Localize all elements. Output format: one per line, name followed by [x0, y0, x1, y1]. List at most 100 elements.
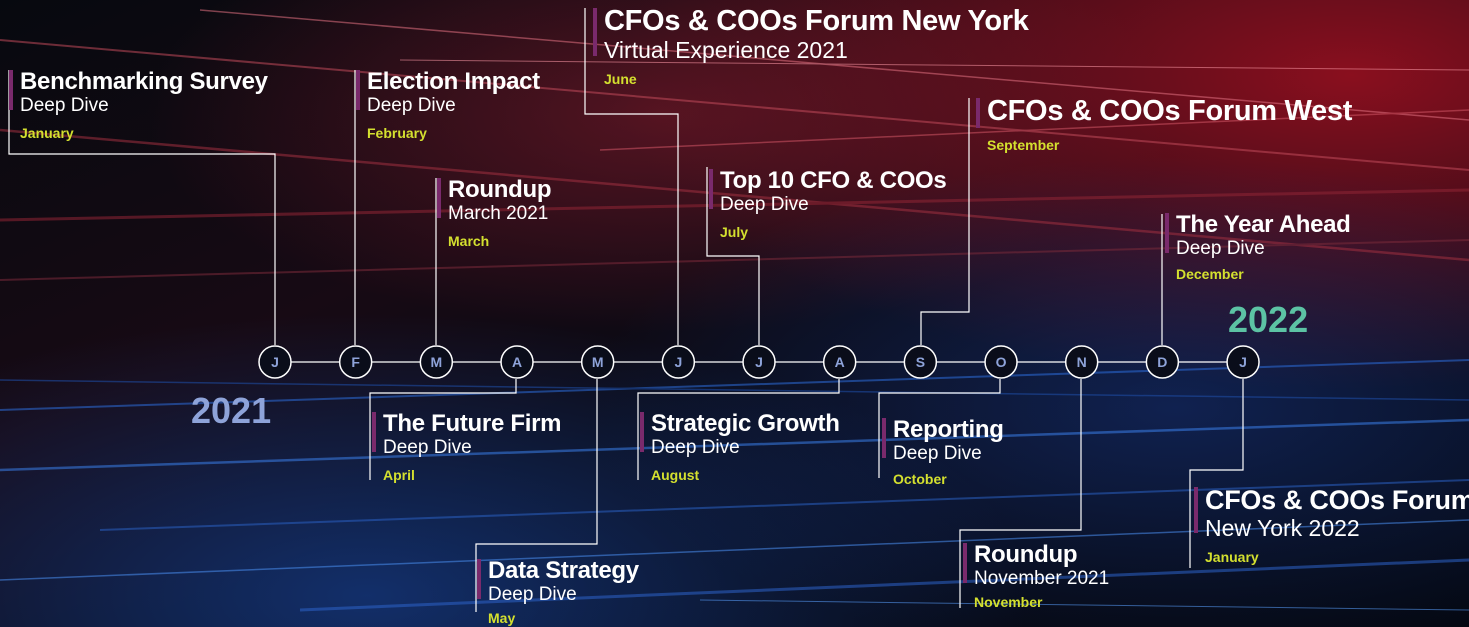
month-node-letter: N	[1077, 354, 1087, 370]
month-node-letter: M	[431, 354, 443, 370]
month-node: J	[258, 345, 292, 379]
month-node-letter: A	[835, 354, 845, 370]
connector-june	[584, 8, 679, 345]
event-subtitle: Deep Dive	[367, 95, 456, 116]
event-title: CFOs & COOs Forum West	[987, 95, 1353, 127]
event-title: The Future Firm	[383, 410, 562, 437]
accent-bar	[593, 8, 597, 56]
event-reporting: Reporting Deep Dive October	[882, 416, 1004, 487]
event-subtitle: Deep Dive	[488, 584, 577, 605]
year-2021-label: 2021	[191, 390, 272, 431]
event-month: December	[1176, 266, 1244, 282]
accent-bar	[1194, 487, 1198, 533]
month-node: D	[1145, 345, 1180, 379]
event-subtitle: New York 2022	[1205, 515, 1360, 541]
event-month: March	[448, 233, 490, 249]
month-node-letter: M	[592, 354, 604, 370]
accent-bar	[1165, 213, 1169, 253]
month-node-circle	[822, 345, 857, 379]
connector-november	[959, 379, 1082, 608]
event-subtitle: Deep Dive	[1176, 238, 1265, 259]
year-2022-label: 2022	[1228, 299, 1309, 340]
event-subtitle: March 2021	[448, 203, 549, 224]
accent-bar	[963, 543, 967, 583]
event-data-strategy: Data Strategy Deep Dive May	[477, 557, 639, 626]
month-node-letter: J	[1239, 354, 1247, 370]
connector-april	[369, 379, 517, 480]
month-node-circle	[984, 345, 1018, 379]
event-month: August	[651, 467, 700, 483]
event-subtitle: Virtual Experience 2021	[604, 37, 848, 63]
event-title: CFOs & COOs Forum	[1205, 485, 1469, 515]
month-node-circle	[903, 345, 938, 379]
month-node-circle	[742, 345, 776, 379]
month-node-circle	[258, 345, 292, 379]
event-month: October	[893, 471, 947, 487]
event-subtitle: Deep Dive	[383, 437, 472, 458]
month-node-letter: J	[755, 354, 763, 370]
month-node: S	[903, 345, 938, 379]
accent-bar	[640, 412, 644, 452]
event-forum-new-york-2022: CFOs & COOs Forum New York 2022 January	[1194, 485, 1469, 565]
month-node: A	[822, 345, 857, 379]
event-forum-new-york-virtual: CFOs & COOs Forum New York Virtual Exper…	[593, 6, 1029, 87]
event-top-10-cfo-coos: Top 10 CFO & COOs Deep Dive July	[709, 167, 947, 240]
event-month: June	[604, 71, 637, 87]
connector-january	[8, 70, 276, 345]
month-node: J	[1226, 345, 1260, 379]
event-title: Election Impact	[367, 68, 540, 95]
month-node: A	[500, 345, 534, 379]
month-node-circle	[580, 345, 615, 379]
event-election-impact: Election Impact Deep Dive February	[356, 68, 540, 141]
month-node-letter: J	[674, 354, 682, 370]
month-node: M	[580, 345, 615, 379]
event-benchmarking-survey: Benchmarking Survey Deep Dive January	[9, 68, 268, 141]
accent-bar	[9, 70, 13, 110]
event-month: January	[1205, 549, 1259, 565]
connector-may	[475, 379, 598, 612]
event-title: Data Strategy	[488, 557, 639, 584]
event-title: Strategic Growth	[651, 410, 840, 437]
event-forum-west: CFOs & COOs Forum West September	[976, 96, 1352, 153]
event-subtitle: Deep Dive	[20, 95, 109, 116]
accent-bar	[477, 559, 481, 599]
event-month: September	[987, 137, 1060, 153]
event-subtitle: Deep Dive	[651, 437, 740, 458]
month-node: N	[1064, 345, 1099, 379]
event-roundup-march: Roundup March 2021 March	[437, 176, 552, 249]
month-node-circle	[1145, 345, 1180, 379]
event-subtitle: Deep Dive	[893, 443, 982, 464]
month-node-letter: J	[271, 354, 279, 370]
event-month: January	[20, 125, 74, 141]
month-node: J	[661, 345, 696, 379]
event-roundup-november: Roundup November 2021 November	[963, 541, 1109, 610]
accent-bar	[372, 412, 376, 452]
month-node: F	[338, 345, 373, 379]
month-node-circle	[419, 345, 454, 379]
connector-july	[706, 167, 760, 345]
month-node-letter: O	[996, 354, 1007, 370]
month-node-circle	[1064, 345, 1099, 379]
event-subtitle: November 2021	[974, 568, 1110, 589]
event-title: The Year Ahead	[1176, 211, 1351, 238]
month-node-letter: F	[351, 354, 360, 370]
connector-august	[637, 379, 840, 480]
accent-bar	[356, 70, 360, 110]
connector-september	[920, 98, 970, 345]
event-title: Roundup	[448, 176, 552, 203]
event-title: Reporting	[893, 416, 1004, 443]
event-future-firm: The Future Firm Deep Dive April	[372, 410, 561, 483]
event-title: Roundup	[974, 541, 1078, 568]
month-node-circle	[661, 345, 696, 379]
month-node-circle	[1226, 345, 1260, 379]
event-month: May	[488, 610, 516, 626]
event-strategic-growth: Strategic Growth Deep Dive August	[640, 410, 840, 483]
month-node-circle	[500, 345, 534, 379]
month-node: J	[742, 345, 776, 379]
month-node: O	[984, 345, 1018, 379]
month-node: M	[419, 345, 454, 379]
event-subtitle: Deep Dive	[720, 194, 809, 215]
event-title: Top 10 CFO & COOs	[720, 167, 947, 194]
